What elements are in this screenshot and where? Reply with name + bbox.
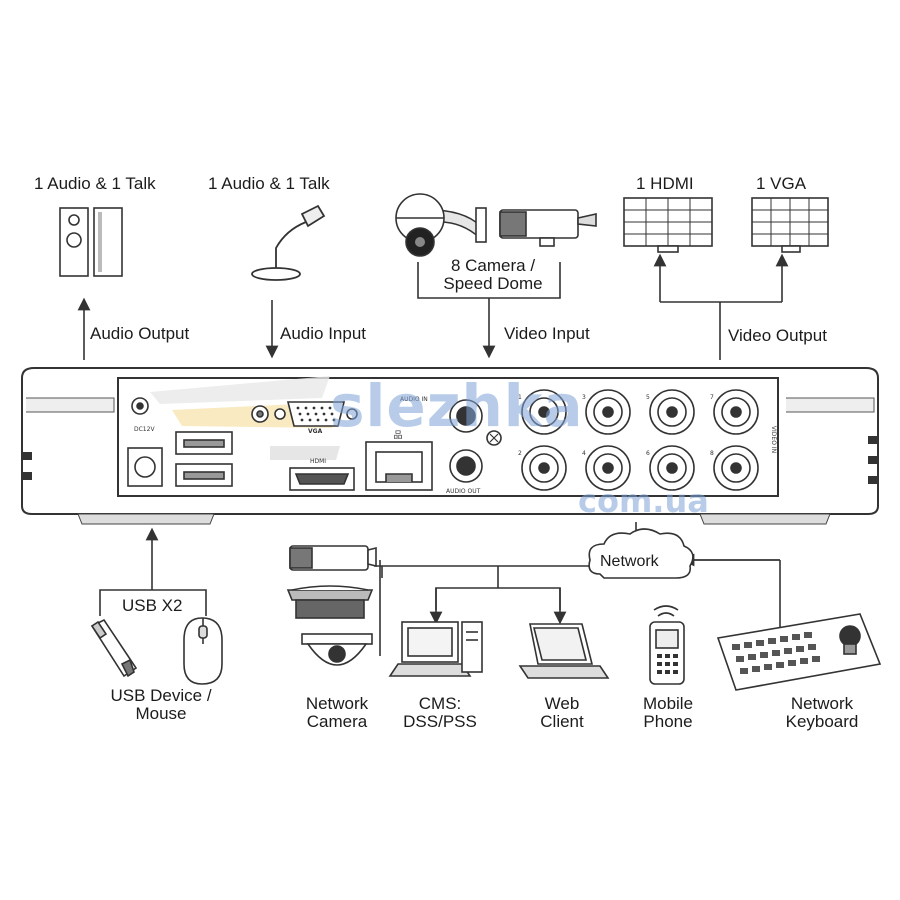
audio-input-label: Audio Input bbox=[280, 324, 367, 343]
audio-in-label: AUDIO IN bbox=[400, 396, 428, 403]
usb-ports bbox=[175, 431, 233, 487]
speaker-label: 1 Audio & 1 Talk bbox=[34, 174, 156, 193]
top-connectors bbox=[77, 253, 789, 360]
svg-text:品: 品 bbox=[393, 430, 402, 440]
channel-number: 8 bbox=[710, 450, 714, 457]
camera-label-line1: 8 Camera / bbox=[450, 256, 536, 275]
usb-stick-icon bbox=[90, 618, 138, 678]
channel-number: 4 bbox=[582, 450, 586, 457]
network-camera-label-line1: Network bbox=[305, 694, 369, 713]
network-cloud-label: Network bbox=[600, 553, 659, 570]
dc-label: DC12V bbox=[134, 426, 155, 433]
channel-number: 1 bbox=[518, 394, 522, 401]
channel-number: 5 bbox=[646, 394, 650, 401]
network-camera-label-line2: Camera bbox=[306, 712, 368, 731]
laptop-icon bbox=[518, 623, 610, 679]
vga-label: 1 VGA bbox=[756, 174, 807, 193]
web-client-label-line2: Client bbox=[540, 712, 584, 731]
hdmi-label: 1 HDMI bbox=[636, 174, 694, 193]
ground-screw bbox=[251, 405, 269, 423]
audio-out-label: AUDIO OUT bbox=[446, 488, 481, 495]
bnc-video-inputs bbox=[521, 389, 759, 491]
vga-monitor-icon bbox=[751, 197, 829, 253]
cms-computer-icon bbox=[388, 621, 483, 677]
channel-number: 3 bbox=[582, 394, 586, 401]
vga-port-label: VGA bbox=[308, 428, 323, 435]
web-client-label-line1: Web bbox=[544, 694, 580, 713]
channel-number: 6 bbox=[646, 450, 650, 457]
network-keyboard-label-line2: Keyboard bbox=[785, 712, 859, 731]
speed-dome-icon bbox=[395, 193, 487, 257]
mobile-phone-label-line1: Mobile bbox=[642, 694, 694, 713]
hdmi-monitor-icon bbox=[623, 197, 713, 253]
usb-device-label-line2: Mouse bbox=[135, 704, 187, 723]
speaker-icon bbox=[59, 207, 123, 277]
network-bullet-camera-icon bbox=[289, 545, 377, 571]
channel-number: 7 bbox=[710, 394, 714, 401]
network-box-camera-icon bbox=[286, 585, 374, 619]
cms-label-line1: CMS: bbox=[418, 694, 462, 713]
mobile-phone-icon bbox=[649, 605, 685, 685]
hdmi-port-label: HDMI bbox=[310, 458, 327, 465]
watermark-text: slezhka bbox=[330, 372, 584, 440]
bullet-camera-icon bbox=[499, 209, 597, 247]
dc-power-port bbox=[127, 397, 163, 487]
vga-port bbox=[274, 401, 358, 427]
video-in-label: VIDEO IN bbox=[770, 425, 778, 454]
hdmi-port bbox=[289, 467, 355, 491]
watermark-domain: com.ua bbox=[578, 482, 709, 520]
network-keyboard-label-line1: Network bbox=[790, 694, 854, 713]
mouse-icon bbox=[183, 617, 223, 685]
network-keyboard-icon bbox=[716, 613, 882, 691]
microphone-icon bbox=[251, 204, 326, 281]
cms-label-line2: DSS/PSS bbox=[403, 712, 477, 731]
channel-number: 2 bbox=[518, 450, 522, 457]
audio-jacks bbox=[449, 399, 502, 483]
network-cloud-icon bbox=[588, 528, 694, 579]
mobile-phone-label-line2: Phone bbox=[643, 712, 693, 731]
network-dome-camera-icon bbox=[301, 633, 373, 666]
usb-count-label: USB X2 bbox=[122, 596, 183, 615]
video-output-label: Video Output bbox=[728, 326, 827, 345]
audio-output-label: Audio Output bbox=[90, 324, 190, 343]
microphone-label: 1 Audio & 1 Talk bbox=[208, 174, 330, 193]
usb-device-label-line1: USB Device / bbox=[110, 686, 212, 705]
camera-label-line2: Speed Dome bbox=[443, 274, 543, 293]
ethernet-port: 品 bbox=[365, 430, 433, 491]
video-input-label: Video Input bbox=[504, 324, 590, 343]
